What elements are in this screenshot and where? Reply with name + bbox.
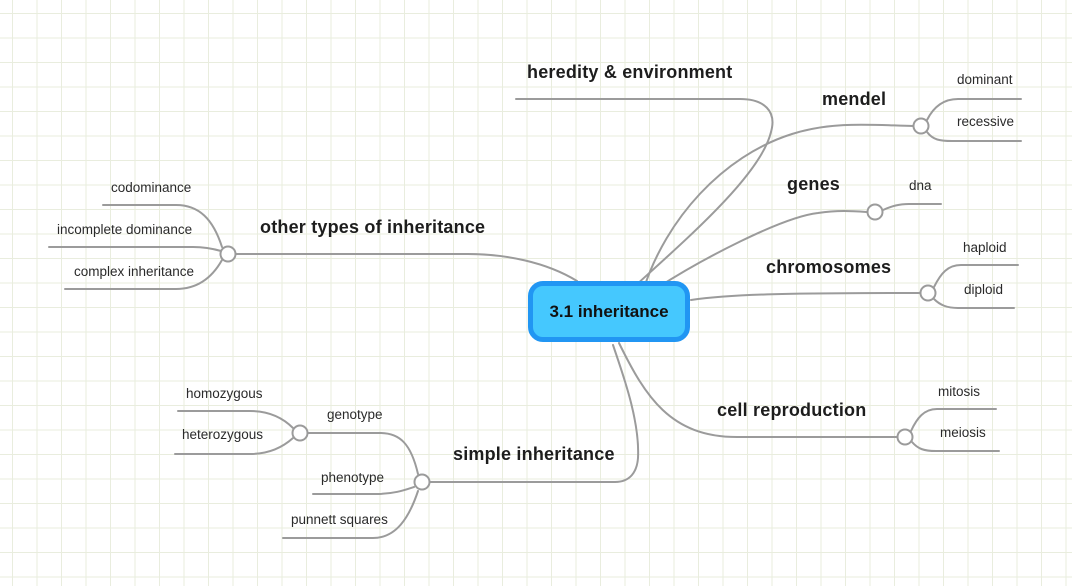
topic-mendel[interactable]: mendel	[822, 89, 887, 109]
subtopic-haploid[interactable]: haploid	[963, 240, 1007, 255]
collapse-handle-mendel[interactable]	[912, 117, 930, 135]
subtopic-complex-inheritance[interactable]: complex inheritance	[74, 264, 195, 279]
collapse-handle-other-types[interactable]	[219, 245, 237, 263]
subtopic-recessive[interactable]: recessive	[957, 114, 1015, 129]
subtopic-heterozygous[interactable]: heterozygous	[182, 427, 264, 442]
branch-line-cell-reproduction	[618, 342, 898, 438]
branch-line-heredity	[515, 98, 774, 287]
topic-heredity-environment[interactable]: heredity & environment	[527, 62, 733, 82]
root-node[interactable]: 3.1 inheritance	[528, 281, 690, 342]
subtopic-dna[interactable]: dna	[909, 178, 932, 193]
collapse-handle-chromosomes[interactable]	[919, 284, 937, 302]
branch-line-incomplete-dominance	[48, 246, 222, 252]
subtopic-homozygous[interactable]: homozygous	[186, 386, 263, 401]
subtopic-codominance[interactable]: codominance	[111, 180, 192, 195]
branch-line-genotype	[306, 432, 419, 475]
branch-line-homozygous	[177, 410, 294, 429]
subtopic-incomplete-dominance[interactable]: incomplete dominance	[57, 222, 193, 237]
subtopic-genotype[interactable]: genotype	[327, 407, 383, 422]
branch-line-chromosomes	[690, 292, 921, 301]
subtopic-diploid[interactable]: diploid	[964, 282, 1004, 297]
collapse-handle-genotype[interactable]	[291, 424, 309, 442]
subtopic-punnett-squares[interactable]: punnett squares	[291, 512, 388, 527]
subtopic-meiosis[interactable]: meiosis	[940, 425, 986, 440]
topic-chromosomes[interactable]: chromosomes	[766, 257, 892, 277]
subtopic-mitosis[interactable]: mitosis	[938, 384, 981, 399]
collapse-handle-simple-inheritance[interactable]	[413, 473, 431, 491]
collapse-handle-genes[interactable]	[866, 203, 884, 221]
topic-other-types-of-inheritance[interactable]: other types of inheritance	[260, 217, 486, 237]
branch-line-other-types	[234, 253, 578, 282]
topic-genes[interactable]: genes	[787, 174, 841, 194]
collapse-handle-cell-reproduction[interactable]	[896, 428, 914, 446]
branch-line-recessive	[926, 131, 1022, 142]
topic-cell-reproduction[interactable]: cell reproduction	[717, 400, 867, 420]
branch-line-meiosis	[911, 441, 1000, 452]
topic-simple-inheritance[interactable]: simple inheritance	[453, 444, 615, 464]
branch-line-dna	[882, 203, 942, 211]
branch-line-diploid	[933, 298, 1015, 309]
root-node-label: 3.1 inheritance	[549, 301, 669, 321]
subtopic-phenotype[interactable]: phenotype	[321, 470, 385, 485]
subtopic-dominant[interactable]: dominant	[957, 72, 1013, 87]
branch-line-phenotype	[312, 486, 415, 495]
